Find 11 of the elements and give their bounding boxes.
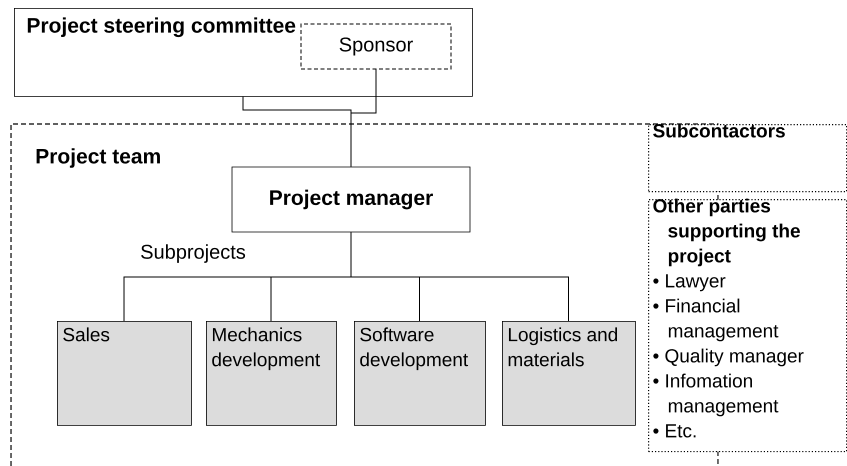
sponsor-box: Sponsor: [300, 24, 452, 70]
manager-box: Project manager: [232, 166, 470, 232]
connector-line: [350, 232, 569, 322]
subproject-box: Software development: [354, 321, 486, 426]
party-box: Other parties supporting the project • Lawyer • Financial management • Quality manager • Infomation management • Etc.: [648, 198, 847, 452]
group-label: Subprojects: [141, 244, 246, 263]
subproject-box: Sales: [57, 321, 192, 426]
connector-line: [350, 69, 376, 168]
subproject-box: Mechanics development: [206, 321, 337, 426]
subproject-box: Logistics and materials: [502, 321, 636, 426]
party-box: Subcontactors: [648, 124, 847, 192]
